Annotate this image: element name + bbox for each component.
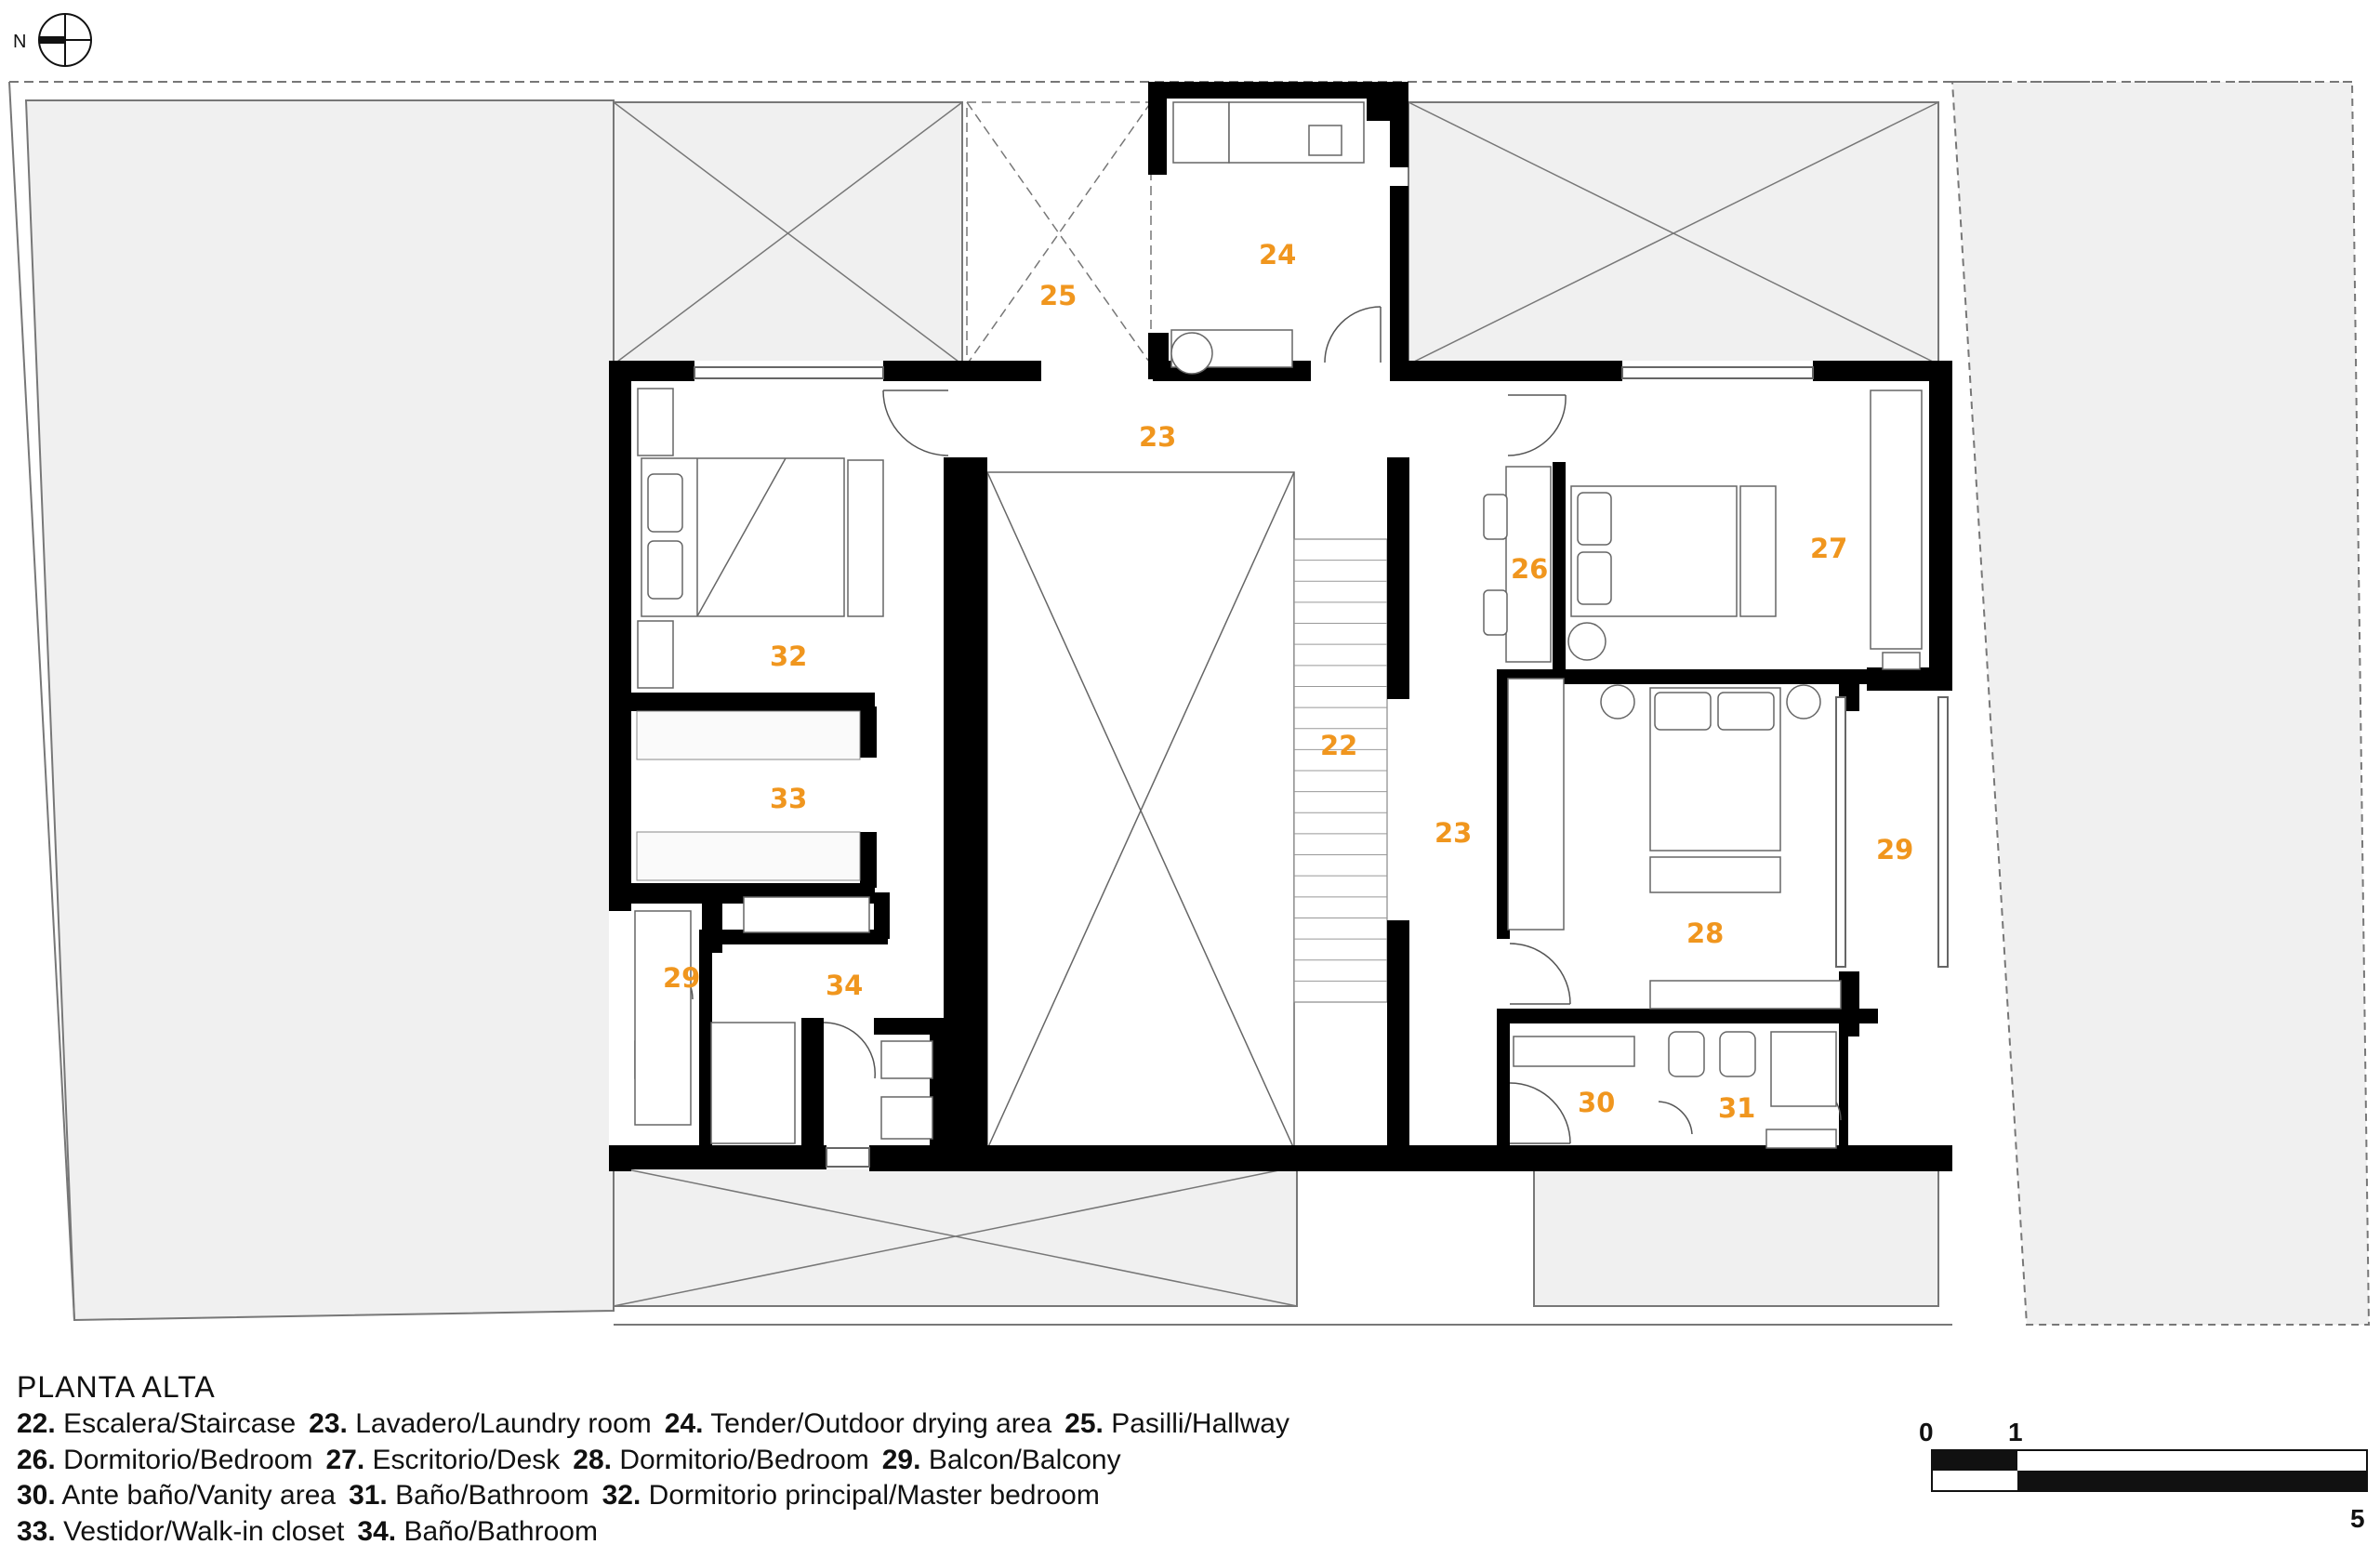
legend-item-text: Dormitorio/Bedroom <box>619 1444 869 1475</box>
scale-label-mid: 1 <box>2008 1418 2023 1446</box>
legend-item-number: 29. <box>881 1444 921 1475</box>
legend-row: 30. Ante baño/Vanity area 31. Baño/Bathro… <box>17 1478 1597 1514</box>
legend-item-number: 23. <box>309 1408 348 1439</box>
legend-item-text: Lavadero/Laundry room <box>355 1408 652 1439</box>
legend-item: 29. Balcon/Balcony <box>882 1445 1121 1475</box>
legend-item: 24. Tender/Outdoor drying area <box>665 1408 1051 1439</box>
legend-item: 34. Baño/Bathroom <box>357 1516 598 1547</box>
legend-item: 22. Escalera/Staircase <box>17 1408 296 1439</box>
terrace-east <box>1950 81 2371 1326</box>
room-label-25: 25 <box>1039 280 1077 311</box>
room-label-30: 30 <box>1578 1087 1615 1118</box>
room-label-28: 28 <box>1686 918 1724 949</box>
furniture-bedroom-27 <box>1567 390 1923 670</box>
legend-item: 30. Ante baño/Vanity area <box>17 1480 336 1511</box>
room-label-29-west: 29 <box>663 962 700 994</box>
furniture-tender <box>1170 101 1365 375</box>
legend: PLANTA ALTA 22. Escalera/Staircase 23. La… <box>17 1370 1597 1550</box>
legend-item: 32. Dormitorio principal/Master bedroom <box>602 1480 1100 1511</box>
legend-item-text: Escalera/Staircase <box>63 1408 297 1439</box>
legend-row: 26. Dormitorio/Bedroom 27. Escritorio/Des… <box>17 1443 1597 1479</box>
legend-item-text: Tender/Outdoor drying area <box>710 1408 1052 1439</box>
closet-shelves <box>636 710 861 881</box>
legend-title: PLANTA ALTA <box>17 1370 216 1404</box>
legend-item-number: 31. <box>349 1480 388 1511</box>
furniture-bedroom-28 <box>1507 678 1842 1010</box>
north-arrow-icon: N <box>13 13 92 67</box>
void-crosses <box>613 101 1939 1307</box>
room-label-23-hall: 23 <box>1139 421 1176 453</box>
scale-label-start: 0 <box>1919 1418 1934 1446</box>
terrace-west <box>24 99 615 1322</box>
legend-item: 25. Pasilli/Hallway <box>1064 1408 1289 1439</box>
legend-item-text: Baño/Bathroom <box>395 1480 589 1511</box>
legend-rows: 22. Escalera/Staircase 23. Lavadero/Laund… <box>17 1406 1597 1550</box>
furniture-desk <box>1483 466 1552 663</box>
walls <box>609 82 1952 1171</box>
legend-item: 26. Dormitorio/Bedroom <box>17 1445 312 1475</box>
legend-item-number: 33. <box>17 1515 56 1547</box>
furniture-bath-east <box>1513 1031 1837 1149</box>
legend-item-number: 25. <box>1064 1408 1104 1439</box>
legend-item-number: 34. <box>357 1515 397 1547</box>
furniture-bath-west <box>634 896 933 1144</box>
room-label-24: 24 <box>1259 239 1296 271</box>
legend-item-number: 24. <box>664 1408 704 1439</box>
legend-item-number: 27. <box>325 1444 365 1475</box>
legend-item-text: Balcon/Balcony <box>928 1444 1121 1475</box>
room-label-27: 27 <box>1810 533 1847 564</box>
legend-item-text: Baño/Bathroom <box>403 1515 598 1547</box>
room-label-34: 34 <box>826 970 863 1001</box>
legend-item: 23. Lavadero/Laundry room <box>309 1408 652 1439</box>
room-label-22: 22 <box>1320 730 1357 761</box>
legend-item-text: Pasilli/Hallway <box>1111 1408 1289 1439</box>
north-label: N <box>13 32 26 52</box>
stair-steps <box>1294 560 1387 982</box>
room-label-23-east: 23 <box>1435 817 1472 849</box>
room-label-29-east: 29 <box>1876 834 1913 865</box>
legend-item-text: Ante baño/Vanity area <box>61 1480 337 1511</box>
scale-bar: 0 1 5 <box>1919 1418 2368 1533</box>
terrace-south-right <box>1533 1166 1939 1307</box>
room-labels: 22 23 23 24 25 26 27 28 29 29 30 31 32 3… <box>663 239 1913 1124</box>
legend-item-text: Escritorio/Desk <box>372 1444 561 1475</box>
site-left-line <box>8 81 75 1321</box>
furniture-master-bedroom <box>637 388 884 689</box>
legend-item-number: 26. <box>17 1444 56 1475</box>
room-label-31: 31 <box>1718 1092 1755 1124</box>
legend-row: 22. Escalera/Staircase 23. Lavadero/Laund… <box>17 1406 1597 1443</box>
windows <box>694 366 1949 1168</box>
room-label-32: 32 <box>770 640 807 672</box>
room-label-26: 26 <box>1511 553 1548 585</box>
legend-item: 33. Vestidor/Walk-in closet <box>17 1516 344 1547</box>
legend-item: 28. Dormitorio/Bedroom <box>573 1445 868 1475</box>
room-label-33: 33 <box>770 783 807 814</box>
legend-item: 31. Baño/Bathroom <box>349 1480 589 1511</box>
legend-row: 33. Vestidor/Walk-in closet 34. Baño/Bath… <box>17 1514 1597 1551</box>
scale-label-end: 5 <box>2350 1504 2365 1533</box>
legend-item-number: 22. <box>17 1408 56 1439</box>
legend-item-text: Dormitorio/Bedroom <box>63 1444 313 1475</box>
legend-item-number: 28. <box>573 1444 612 1475</box>
legend-item-text: Dormitorio principal/Master bedroom <box>648 1480 1100 1511</box>
legend-item-number: 30. <box>17 1480 56 1511</box>
legend-item-text: Vestidor/Walk-in closet <box>63 1515 345 1547</box>
legend-item: 27. Escritorio/Desk <box>325 1445 560 1475</box>
legend-item-number: 32. <box>602 1480 641 1511</box>
